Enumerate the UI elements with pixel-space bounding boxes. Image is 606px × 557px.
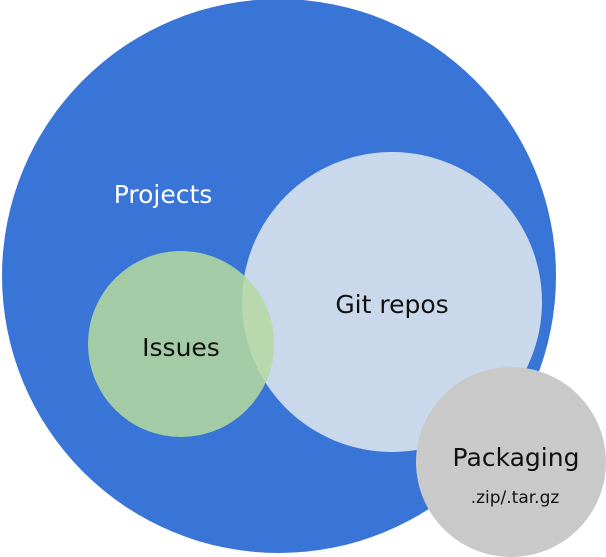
issues-circle (88, 251, 274, 437)
projects-label: Projects (114, 180, 213, 209)
issues-label: Issues (142, 333, 220, 362)
packaging-sublabel: .zip/.tar.gz (471, 488, 560, 508)
packaging-label: Packaging (453, 443, 580, 472)
git-repos-label: Git repos (335, 290, 448, 319)
git-repos-circle (242, 152, 542, 452)
packaging-circle (416, 367, 606, 557)
